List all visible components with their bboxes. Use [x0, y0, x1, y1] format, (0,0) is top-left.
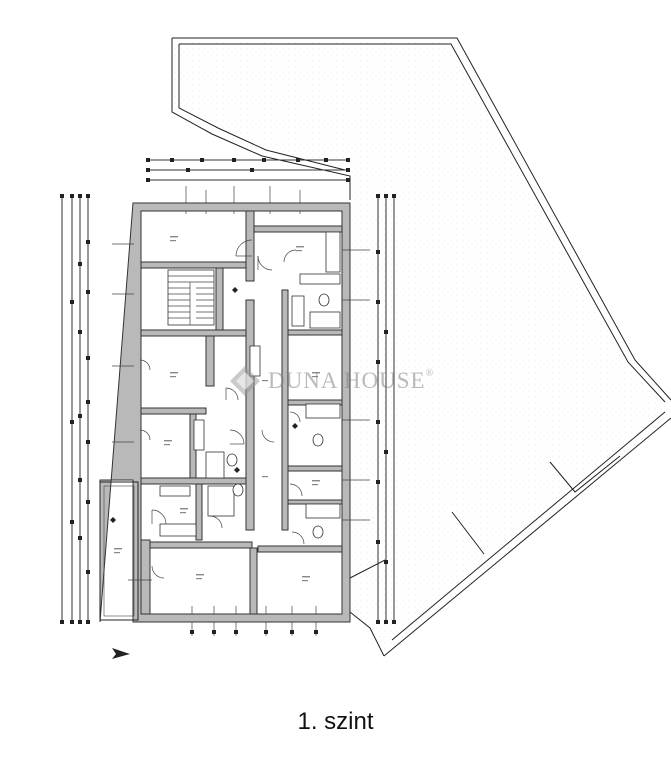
floor-level-caption: 1. szint: [297, 708, 374, 735]
watermark-brand: DUNA HOUSE: [268, 368, 426, 393]
duna-house-watermark: DUNA HOUSE®: [268, 368, 434, 394]
sanitary-fixtures: [159, 231, 341, 539]
watermark-registered-mark: ®: [425, 368, 435, 379]
leader-lines: [112, 243, 370, 581]
level-markers: [110, 287, 298, 523]
doors: [139, 239, 305, 579]
building-walls: [99, 202, 351, 623]
north-arrow-icon: [112, 648, 130, 659]
duna-house-logo-icon: [230, 366, 260, 396]
garden-plot: [171, 37, 671, 657]
dimension-lines-right: [376, 194, 396, 624]
staircase: [167, 269, 215, 326]
dimension-lines-left: [60, 194, 90, 624]
room-label-marks: [114, 236, 320, 582]
